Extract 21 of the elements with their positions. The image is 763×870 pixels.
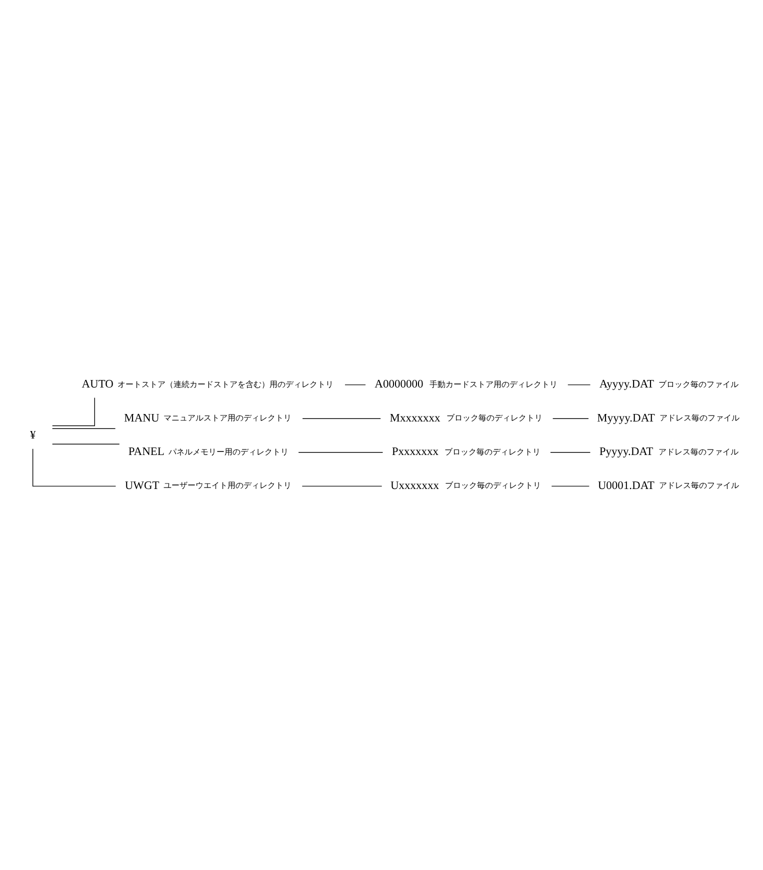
node-text: Mxxxxxxx xyxy=(390,412,440,424)
connector xyxy=(551,485,590,486)
connector xyxy=(302,485,382,486)
node-text: Pxxxxxxx xyxy=(392,446,439,458)
connector xyxy=(52,443,120,444)
connector xyxy=(52,396,95,426)
node-text: AUTO xyxy=(82,378,114,390)
connector xyxy=(52,428,116,429)
node-text: Uxxxxxxx xyxy=(390,479,440,492)
node-text: U0001.DAT xyxy=(598,479,654,492)
connector xyxy=(32,448,116,486)
node-text: Pyyyy.DAT xyxy=(599,446,654,458)
connector xyxy=(568,384,591,385)
node-text: Myyyy.DAT xyxy=(597,412,655,424)
node-text: ¥ xyxy=(30,429,36,442)
node-text: Ayyyy.DAT xyxy=(599,378,654,390)
node-text: UWGT xyxy=(124,479,160,492)
node-text: PANEL xyxy=(128,446,164,458)
node-text: A0000000 xyxy=(374,378,424,390)
connector xyxy=(344,384,366,385)
node-text: MANU xyxy=(124,412,160,424)
